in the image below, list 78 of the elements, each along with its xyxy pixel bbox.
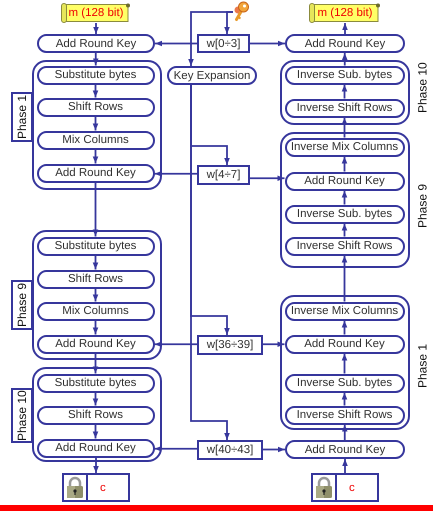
process-box: Inverse Shift Rows — [284, 406, 404, 424]
ciphertext-box — [62, 473, 130, 502]
key-word-box: w[40÷43] — [197, 440, 263, 460]
arrow — [342, 84, 348, 98]
process-box: Mix Columns — [36, 130, 154, 150]
arrow — [92, 150, 98, 164]
arrow — [93, 458, 99, 473]
process-box: Add Round Key — [37, 34, 155, 53]
key-word-box: w[4÷7] — [197, 165, 250, 185]
process-box: Shift Rows — [36, 98, 154, 116]
arrow — [342, 190, 348, 204]
arrow — [250, 40, 285, 46]
process-box: Substitute bytes — [36, 66, 154, 84]
arrow — [250, 175, 284, 182]
phase-label: Phase 10 — [414, 61, 430, 115]
process-box: Add Round Key — [36, 438, 154, 458]
process-box: Add Round Key — [284, 172, 404, 190]
phase-label: Phase 1 — [10, 92, 32, 142]
arrow — [342, 118, 348, 138]
process-box: Shift Rows — [36, 406, 154, 424]
arrow — [92, 354, 98, 374]
key-word-box: w[0÷3] — [197, 34, 250, 53]
arrow — [92, 424, 98, 438]
process-box: Key Expansion — [167, 66, 257, 85]
phase-label: Phase 1 — [414, 342, 430, 390]
arrow — [263, 446, 285, 452]
process-box: Shift Rows — [36, 270, 154, 288]
process-box: Inverse Mix Columns — [284, 138, 404, 156]
arrow — [92, 256, 98, 270]
arrow — [92, 84, 98, 98]
arrow — [154, 341, 197, 348]
arrow — [93, 23, 99, 34]
arrow — [92, 116, 98, 130]
process-box: Inverse Shift Rows — [284, 98, 404, 118]
process-box: Inverse Sub. bytes — [284, 204, 404, 224]
arrow — [92, 392, 98, 406]
process-box: Add Round Key — [285, 34, 405, 53]
ciphertext-label: c — [100, 482, 106, 494]
process-box: Substitute bytes — [36, 374, 154, 392]
arrow — [342, 392, 348, 406]
arrow — [188, 11, 233, 66]
arrow — [342, 23, 348, 34]
scroll-banner: m (128 bit) — [61, 3, 131, 23]
process-box: Add Round Key — [285, 440, 405, 459]
process-box: Mix Columns — [36, 302, 154, 320]
ciphertext-box — [311, 473, 379, 502]
arrow — [342, 156, 348, 172]
process-box: Inverse Sub. bytes — [284, 374, 404, 392]
arrow — [342, 256, 348, 302]
arrow — [342, 320, 348, 334]
process-box: Add Round Key — [36, 334, 154, 354]
arrow — [92, 320, 98, 334]
ciphertext-label: c — [349, 482, 355, 494]
arrow — [190, 85, 230, 440]
phase-label: Phase 9 — [10, 280, 32, 330]
arrow — [154, 446, 197, 452]
arrow — [342, 224, 348, 236]
arrow — [263, 341, 284, 348]
key-icon — [233, 1, 249, 22]
scroll-banner: m (128 bit) — [309, 3, 381, 23]
arrow — [92, 182, 98, 236]
process-box: Inverse Sub. bytes — [284, 66, 404, 84]
arrow — [155, 40, 197, 46]
phase-label: Phase 9 — [414, 182, 430, 230]
arrow — [92, 288, 98, 302]
arrow — [342, 53, 348, 66]
arrow — [154, 170, 197, 177]
process-box: Add Round Key — [284, 334, 404, 354]
process-box: Inverse Shift Rows — [284, 236, 404, 256]
arrow — [342, 459, 348, 473]
phase-label: Phase 10 — [10, 388, 32, 442]
process-box: Substitute bytes — [36, 236, 154, 256]
arrow — [342, 354, 348, 374]
process-box: Inverse Mix Columns — [284, 302, 404, 320]
arrow — [92, 53, 99, 66]
key-word-box: w[36÷39] — [197, 335, 263, 355]
process-box: Add Round Key — [36, 164, 154, 182]
arrow — [342, 424, 348, 440]
